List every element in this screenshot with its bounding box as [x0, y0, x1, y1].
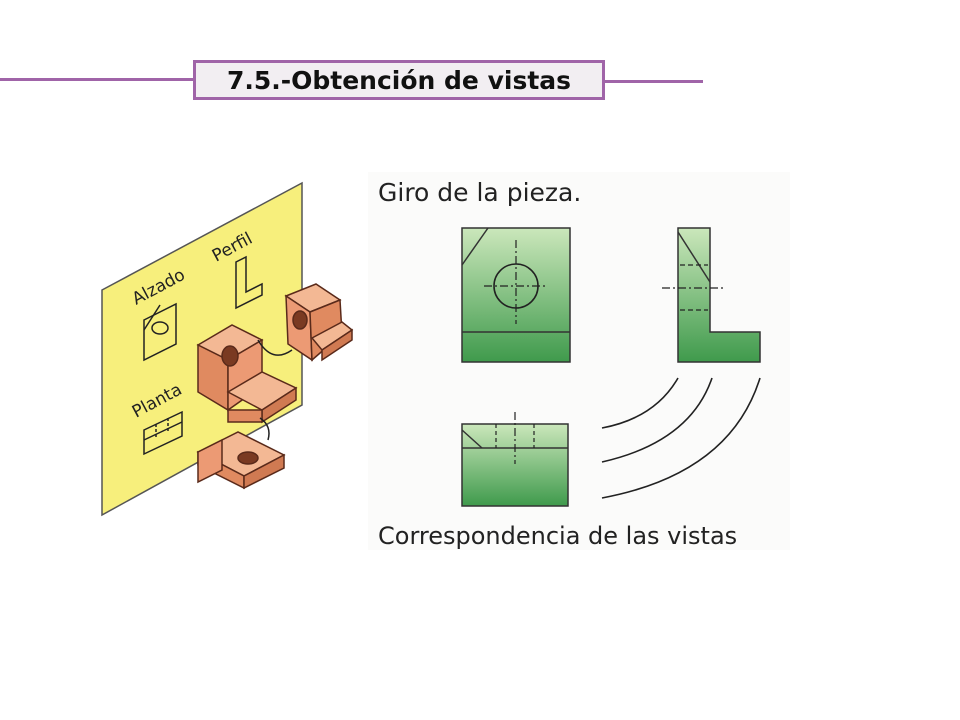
rotate-arrow-side	[257, 339, 293, 356]
side-view	[662, 227, 761, 363]
header-rule-right	[605, 80, 703, 83]
page-title: 7.5.-Obtención de vistas	[193, 60, 605, 100]
plane-side-view	[235, 255, 263, 310]
rotation-caption: Giro de la pieza.	[378, 178, 582, 207]
piece-side	[284, 283, 354, 362]
plane-top-view	[143, 410, 183, 456]
top-view	[461, 412, 569, 507]
plane-front-view	[143, 302, 177, 362]
piece-top	[196, 431, 286, 490]
correspondence-arcs	[601, 377, 761, 499]
correspondence-caption: Correspondencia de las vistas	[378, 522, 738, 550]
header-rule-left	[0, 78, 193, 81]
piece-main	[196, 324, 298, 424]
rotate-arrow-top	[259, 417, 270, 441]
front-view	[461, 227, 571, 363]
